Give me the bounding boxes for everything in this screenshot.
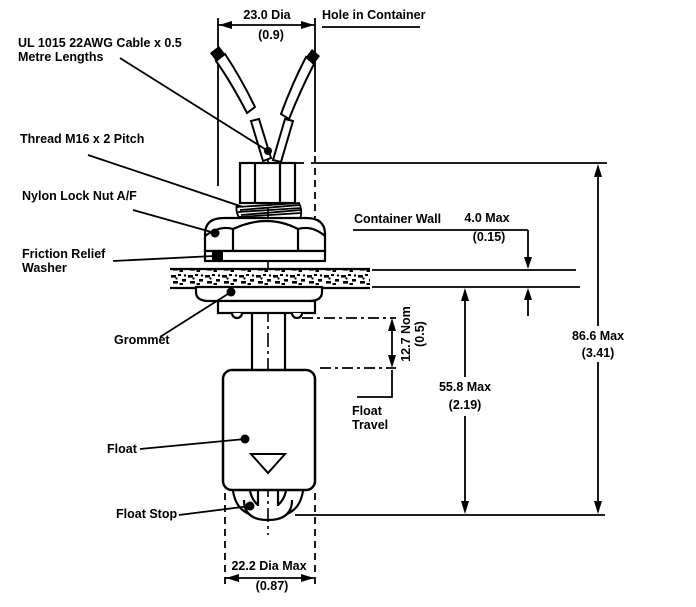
cable-right [279, 55, 316, 121]
cable-right-tip [306, 49, 320, 64]
float-travel-label-line1: Float [352, 404, 382, 418]
arrowhead [388, 318, 396, 331]
gland-body [238, 161, 297, 205]
below-wall-dimension [461, 288, 469, 514]
washer-label-line1: Friction Relief [22, 247, 106, 261]
wall-thickness-value: 4.0 Max [464, 211, 510, 225]
float-travel-leader [357, 370, 393, 398]
wall-thickness-inch: (0.15) [472, 230, 506, 244]
leader-end-dot [240, 434, 250, 444]
hole-dia-value: 23.0 Dia [243, 8, 291, 22]
float-travel-inch: (0.5) [413, 321, 427, 347]
float-leader [139, 438, 246, 450]
lock-nut-label: Nylon Lock Nut A/F [22, 189, 137, 203]
overall-dimension [295, 162, 607, 516]
float-travel-value: 12.7 Nom [399, 306, 413, 362]
arrowhead [219, 21, 232, 29]
cable-label: UL 1015 22AWG Cable x 0.5 Metre Lengths [18, 36, 182, 64]
washer-label-line2: Washer [22, 261, 67, 275]
lock-nut-leader [132, 209, 216, 234]
arrowhead [461, 288, 469, 301]
float-stop-label: Float Stop [116, 507, 178, 521]
float-dia-value: 22.2 Dia Max [231, 559, 307, 573]
arrowhead [226, 574, 239, 582]
grommet [194, 285, 324, 303]
float-stop-leader [178, 505, 251, 516]
float-travel-label-line2: Travel [352, 418, 389, 432]
washer-leader [112, 255, 215, 262]
overall-value: 86.6 Max [571, 329, 625, 343]
float-label: Float [107, 442, 137, 456]
leader-end-dot [210, 228, 220, 238]
cable-left [214, 52, 257, 115]
hole-dia-inch: (0.9) [258, 28, 284, 42]
thread-label: Thread M16 x 2 Pitch [20, 132, 145, 146]
float-travel-dimension [302, 317, 396, 398]
arrowhead [594, 501, 602, 514]
grommet-leader [159, 291, 232, 338]
orientation-triangle [248, 453, 288, 475]
arrowhead [594, 164, 602, 177]
container-wall-label: Container Wall [354, 212, 442, 226]
arrowhead [301, 21, 314, 29]
thread [235, 202, 303, 220]
cable-left-tip [210, 46, 225, 61]
leader-end-dot [264, 147, 272, 155]
arrowhead [524, 288, 532, 300]
leader-end-dot [226, 287, 236, 297]
grommet-label: Grommet [114, 333, 170, 347]
lock-nut [203, 216, 327, 253]
wire-stub-right [271, 117, 295, 164]
below-wall-inch: (2.19) [448, 398, 482, 412]
arrowhead [461, 501, 469, 514]
arrowhead [524, 257, 532, 269]
container-wall [170, 267, 370, 290]
wall-thickness-dimension [353, 229, 580, 316]
float-stop [231, 490, 305, 522]
arrowhead [301, 574, 314, 582]
cable-label-line1: UL 1015 22AWG Cable x 0.5 [18, 36, 182, 50]
leader-end-marker [212, 252, 223, 260]
hole-in-container-label: Hole in Container [322, 8, 426, 22]
float-dia-inch: (0.87) [255, 579, 289, 593]
arrowhead [388, 355, 396, 368]
float-travel-label: Float Travel [352, 404, 388, 432]
hole-dia-dimension [217, 18, 420, 218]
washer-label: Friction Relief Washer [22, 247, 105, 275]
below-wall-value: 55.8 Max [438, 380, 492, 394]
thread-leader [87, 154, 244, 208]
leader-lines [87, 57, 272, 516]
cable-assembly [210, 46, 320, 164]
float-travel-dim-label: 12.7 Nom (0.5) [399, 306, 427, 362]
friction-relief-washer [203, 249, 327, 263]
cable-leader [119, 57, 269, 152]
overall-inch: (3.41) [581, 346, 615, 360]
cable-label-line2: Metre Lengths [18, 50, 104, 64]
float-body [221, 368, 317, 492]
stem-assembly [216, 299, 317, 371]
